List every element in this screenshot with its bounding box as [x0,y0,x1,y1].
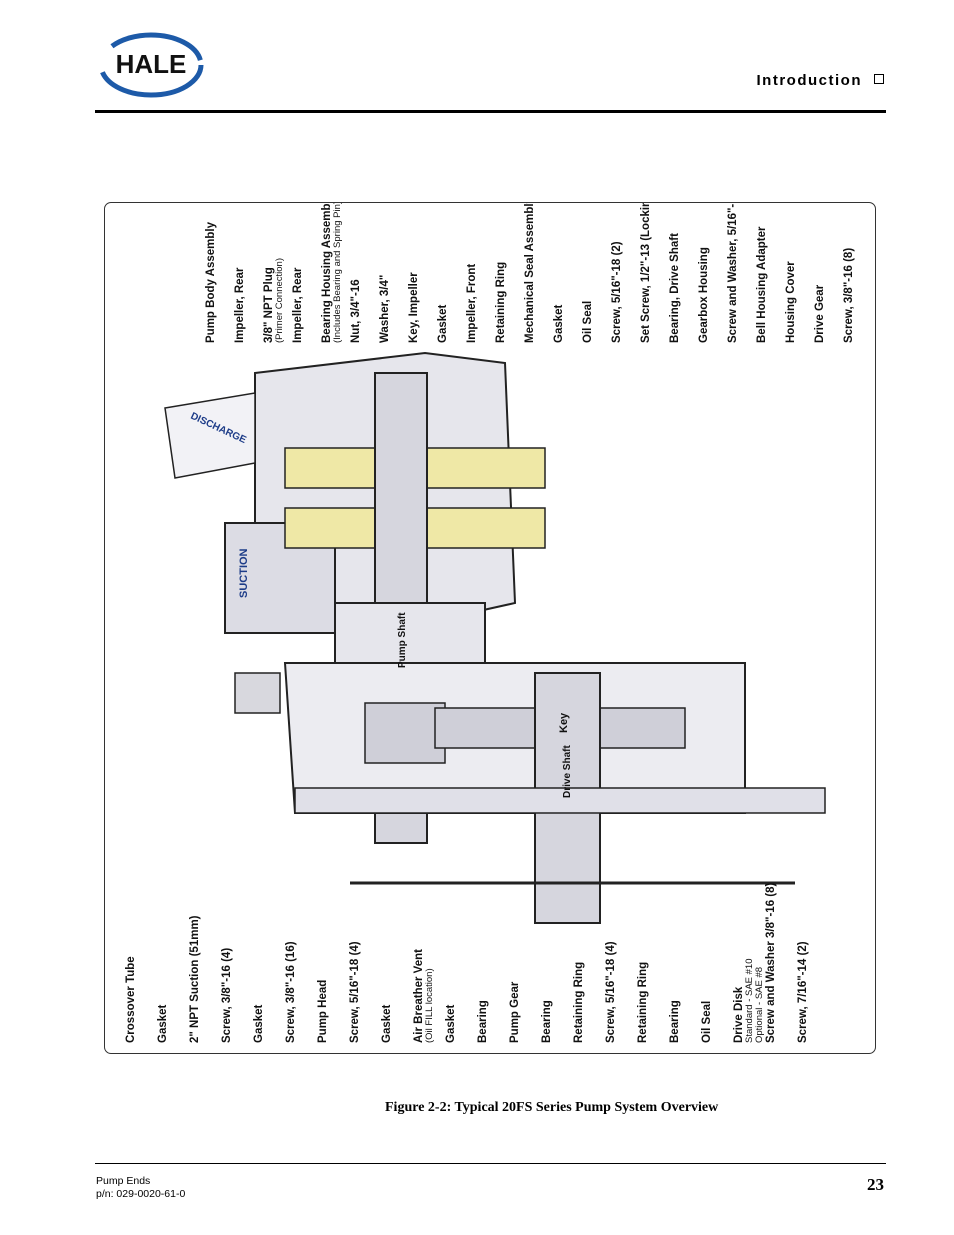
screw-38-16-4-label: Screw, 3/8"-16 (4) [221,947,233,1043]
drive-gear-label: Drive Gear [814,284,826,343]
impeller-rear-2-label: Impeller, Rear [292,267,304,343]
bearing-drive-shaft-label: Bearing, Drive Shaft [669,233,681,343]
npt-suction-label: 2" NPT Suction (51mm) [189,915,201,1044]
retaining-ring-1-label: Retaining Ring [573,961,585,1043]
set-screw-label: Set Screw, 1/2"-13 (Locking) [640,202,652,343]
pump-gear-label: Pump Gear [509,981,521,1043]
part-number: p/n: 029-0020-61-0 [96,1188,186,1200]
retaining-ring-2-label: Retaining Ring [637,961,649,1043]
gasket-2-label: Gasket [253,1004,265,1043]
figure-caption: Figure 2-2: Typical 20FS Series Pump Sys… [385,1100,719,1115]
key-text: Key [558,712,570,733]
air-breather-vent [234,672,281,714]
drive-shaft-text: Drive Shaft [562,745,573,798]
screw-38-16-8-label: Screw, 3/8"-16 (8) [843,247,855,343]
suction-text: SUCTION [238,548,250,598]
bearing-3-label: Bearing [669,1000,681,1043]
hale-logo: HALE [98,32,204,98]
pump-head-label: Pump Head [317,979,329,1043]
screw-716-14-label: Screw, 7/16"-14 (2) [797,941,809,1043]
nut-34-16-label: Nut, 3/4"-16 [350,279,362,343]
mechanical-seal-label: Mechanical Seal Assembly [524,202,536,343]
screw-516-18-4b-label: Screw, 5/16"-18 (4) [605,941,617,1043]
screw-washer-516-label: Screw and Washer, 5/16"-18 (12) [727,202,739,343]
gasket-4-label: Gasket [445,1004,457,1043]
discharge-outlet [164,392,256,479]
washer-34-label: Washer, 3/4" [379,274,391,343]
npt-plug-label: 3/8" NPT Plug(Primer Connection) [263,258,285,343]
bearing-1-label: Bearing [477,1000,489,1043]
pump-body-assembly-label: Pump Body Assembly [205,222,217,343]
oil-seal-1-label: Oil Seal [701,1000,713,1043]
gearbox-housing-label: Gearbox Housing [698,247,710,343]
retaining-ring-3-label: Retaining Ring [495,261,507,343]
doc-title: Pump Ends [96,1175,151,1187]
header-rule [95,110,886,113]
bearing-housing-assembly-label: Bearing Housing Assembly(Includes Bearin… [321,202,343,343]
air-breather-vent-label: Air Breather Vent(Oil FILL location) [413,949,435,1043]
footer-rule [95,1163,886,1164]
gasket-1-label: Gasket [157,1004,169,1043]
impeller-rear-1-label: Impeller, Rear [234,267,246,343]
pump-cross-section-diagram: SUCTION DISCHARGE Pump Shaft Drive Shaft… [164,351,826,924]
checkbox-bullet-icon [874,74,884,84]
impeller-front-label: Impeller, Front [466,263,478,343]
oil-seal-2-label: Oil Seal [582,300,594,343]
pump-gear [364,702,446,764]
pump-shaft-text: Pump Shaft [397,612,408,668]
bearing-2-label: Bearing [541,1000,553,1043]
gasket-5-label: Gasket [437,304,449,343]
section-title: Introduction [756,72,862,89]
screw-516-18-4-label: Screw, 5/16"-18 (4) [349,941,361,1043]
screw-38-16-16-label: Screw, 3/8"-16 (16) [285,941,297,1043]
figure-frame: SUCTION DISCHARGE Pump Shaft Drive Shaft… [104,202,876,1054]
screw-516-18-2-label: Screw, 5/16"-18 (2) [611,241,623,343]
gasket-3-label: Gasket [381,1004,393,1043]
key-impeller-label: Key, Impeller [408,272,420,343]
hale-logo-text: HALE [116,49,187,79]
bell-housing-adapter-label: Bell Housing Adapter [756,226,768,344]
section-heading: Introduction [757,72,884,89]
bell-housing-adapter [294,787,826,814]
footer-left: Pump Ends p/n: 029-0020-61-0 [96,1175,185,1201]
page-number: 23 [867,1175,884,1194]
crossover-tube-label: Crossover Tube [125,956,137,1043]
screw-washer-38-label: Screw and Washer 3/8"-16 (8) [765,882,777,1043]
gasket-6-label: Gasket [553,304,565,343]
housing-cover-label: Housing Cover [785,261,797,343]
